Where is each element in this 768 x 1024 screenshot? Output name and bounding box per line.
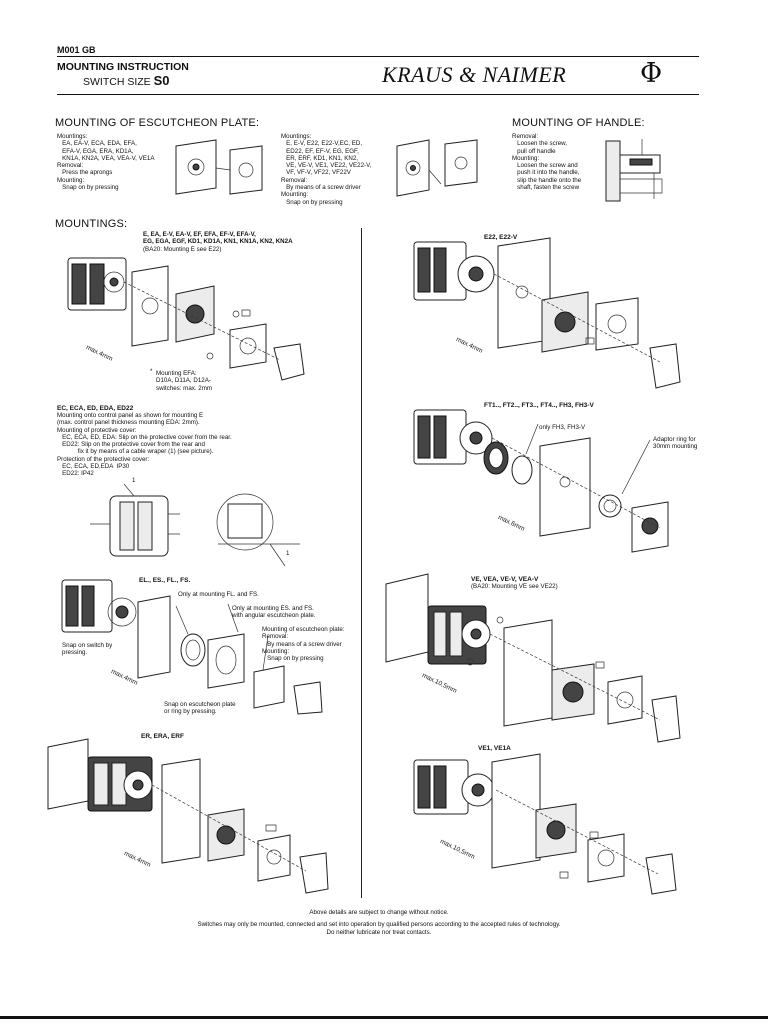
- escutcheon-left-text: Mountings: EA, EA-V, ECA, EDA, EFA, EFA-…: [57, 133, 155, 192]
- title-line-2: SWITCH SIZE S0: [57, 74, 189, 89]
- block-ve1-illustration: [410, 746, 700, 896]
- block-e-note: (BA20: Mounting E see E22): [143, 246, 222, 253]
- block-ec-title: EC, ECA, ED, EDA, ED22: [57, 405, 134, 412]
- column-divider: [361, 228, 362, 898]
- brand-logo: Φ: [640, 58, 663, 89]
- block-e-title: E, EA, E-V, EA-V, EF, EFA, EF-V, EFA-V, …: [143, 231, 293, 246]
- block-er-title: ER, ERA, ERF: [141, 733, 184, 740]
- doc-code: M001 GB: [57, 45, 96, 55]
- header-rule-top: [57, 56, 699, 57]
- block-e22-illustration: [410, 232, 700, 392]
- header-rule-bottom: [57, 94, 699, 95]
- switch-size-label: SWITCH SIZE: [83, 76, 151, 88]
- block-ve1-title: VE1, VE1A: [478, 745, 511, 752]
- block-el-illustration: [58, 574, 348, 714]
- block-el-escutcheon-note: Mounting of escutcheon plate: Removal: B…: [262, 626, 345, 663]
- page-bottom-rule: [0, 1016, 768, 1019]
- block-ec-illustration: [90, 484, 320, 584]
- footer-line-1: Above details are subject to change with…: [309, 909, 449, 916]
- block-ft-adaptor: Adaptor ring for 30mm mounting: [653, 436, 698, 451]
- handle-text: Removal: Loosen the screw, pull off hand…: [512, 133, 582, 192]
- escutcheon-plate-illustration-right: [393, 136, 483, 198]
- block-el-title: EL., ES., FL., FS.: [139, 577, 191, 584]
- escutcheon-heading: MOUNTING OF ESCUTCHEON PLATE:: [55, 117, 260, 129]
- block-ve-note: (BA20: Mounting VE see VE22): [471, 583, 558, 590]
- footer-line-2: Switches may only be mounted, connected …: [197, 921, 561, 929]
- block-e22-title: E22, E22-V: [484, 234, 518, 241]
- mountings-heading: MOUNTINGS:: [55, 218, 128, 230]
- block-ve-illustration: [384, 570, 684, 760]
- block-er-illustration: [44, 737, 334, 897]
- handle-illustration: [602, 133, 672, 205]
- title-line-1: MOUNTING INSTRUCTION: [57, 61, 189, 73]
- block-el-snap-switch: Snap on switch by pressing.: [62, 642, 113, 657]
- escutcheon-plate-illustration-left: [170, 138, 270, 198]
- block-ve-title: VE, VEA, VE-V, VEA-V: [471, 576, 539, 583]
- block-e-efa-text: Mounting EFA: D10A, D11A, D12A- switches…: [156, 370, 213, 392]
- header-title: MOUNTING INSTRUCTION SWITCH SIZE S0: [57, 61, 189, 89]
- switch-size-value: S0: [153, 73, 170, 88]
- block-ft-only: only FH3, FH3-V: [539, 424, 586, 431]
- block-el-snap-plate: Snap on escutcheon plate or ring by pres…: [164, 701, 236, 716]
- block-ec-text: Mounting onto control panel as shown for…: [57, 412, 232, 478]
- block-ec-marker-right: 1: [286, 550, 290, 557]
- block-ec-marker-left: 1: [132, 477, 136, 484]
- handle-heading: MOUNTING OF HANDLE:: [512, 117, 645, 129]
- footer-line-3: Do neither lubricate nor treat contacts.: [326, 928, 432, 936]
- block-ft-illustration: [410, 398, 700, 558]
- brand-name: KRAUS & NAIMER: [382, 62, 567, 87]
- block-e-efa-marker: *: [150, 368, 153, 375]
- block-e-illustration: [60, 248, 320, 388]
- block-el-only-fl: Only at mounting FL. and FS.: [178, 591, 259, 598]
- escutcheon-right-text: Mountings: E, E-V, E22, E22-V,EC, ED, ED…: [281, 133, 372, 206]
- block-el-only-es: Only at mounting ES. and FS. with angula…: [232, 605, 316, 620]
- footer-notes: Above details are subject to change with…: [140, 909, 618, 936]
- block-ft-title: FT1.., FT2.., FT3.., FT4.., FH3, FH3-V: [484, 402, 594, 409]
